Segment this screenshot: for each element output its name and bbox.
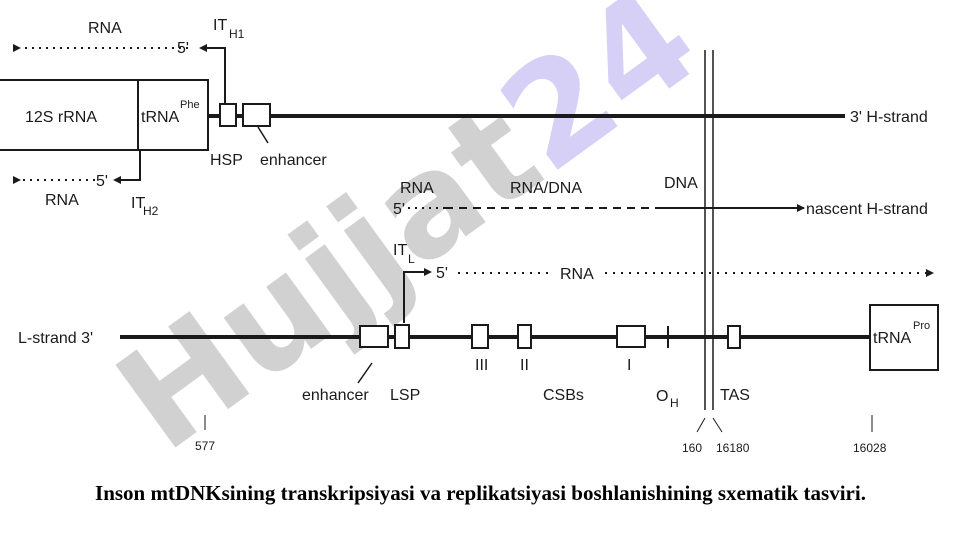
l-enhancer-box <box>359 325 389 348</box>
h-strand-label: 3' H-strand <box>850 109 928 126</box>
oh-label: O <box>656 388 668 405</box>
l-strand-label: L-strand 3' <box>18 330 93 347</box>
csb-iii-box <box>471 324 489 349</box>
l-enhancer-label: enhancer <box>302 387 369 404</box>
trna-pro-superscript: Pro <box>913 320 930 332</box>
it-h1-label: IT <box>213 17 227 34</box>
it-h1-arrow <box>207 47 226 104</box>
mtdna-diagram: Hujjat24 RNA 5' IT H1 12S rRNA tRNA Phe … <box>0 0 939 470</box>
lsp-box <box>394 324 410 349</box>
figure-caption: Inson mtDNKsining transkripsiyasi va rep… <box>95 481 866 505</box>
csb-ii-box <box>517 324 532 349</box>
csb-i-box <box>616 325 646 348</box>
hsp-box <box>219 103 237 127</box>
tas-box <box>727 325 741 349</box>
lsp-label: LSP <box>390 387 420 404</box>
trna-phe-superscript: Phe <box>180 99 200 111</box>
h-enhancer-pointer <box>257 126 269 144</box>
it-h2-arrow <box>120 150 141 181</box>
trna-phe-label: tRNA <box>141 109 180 126</box>
it-h1-arrowhead <box>199 44 207 52</box>
watermark: Hujjat24 <box>89 0 726 470</box>
pos-160-tick <box>696 417 706 433</box>
hsp-label: HSP <box>210 152 243 169</box>
pos-577-label: 577 <box>195 439 215 453</box>
oh-subscript: H <box>670 396 679 410</box>
it-h2-subscript: H2 <box>143 204 159 218</box>
dna-label: DNA <box>664 175 698 192</box>
csb-i-label: I <box>627 357 631 374</box>
l-enhancer-pointer <box>357 362 373 384</box>
it-h2-label: IT <box>131 195 145 212</box>
tas-label: TAS <box>720 387 750 404</box>
csb-ii-label: II <box>520 357 529 374</box>
trna-pro-label: tRNA <box>873 330 912 347</box>
lsp-rna-label: RNA <box>560 266 594 283</box>
five-prime-upper-label: 5' <box>177 40 189 57</box>
it-h2-arrowhead <box>113 176 121 184</box>
nascent-five-prime-label: 5' <box>393 201 405 218</box>
it-l-arrowhead <box>424 268 432 276</box>
pos-16180-tick <box>712 417 723 433</box>
h-enhancer-label: enhancer <box>260 152 327 169</box>
pos-16028-label: 16028 <box>853 441 887 455</box>
trna-pro-box <box>869 304 939 371</box>
pos-16180-label: 16180 <box>716 441 750 455</box>
it-l-label: IT <box>393 242 407 259</box>
rna-middle-label: RNA <box>400 180 434 197</box>
h-enhancer-box <box>242 103 271 127</box>
five-prime-lower-label: 5' <box>96 173 108 190</box>
rrna-trna-phe-box <box>0 79 209 151</box>
rna-upper-label: RNA <box>88 20 122 37</box>
rna-lower-label: RNA <box>45 192 79 209</box>
pos-160-label: 160 <box>682 441 702 455</box>
nascent-h-strand-label: nascent H-strand <box>806 201 928 218</box>
it-l-arrow <box>403 271 425 323</box>
lsp-five-prime-label: 5' <box>436 265 448 282</box>
watermark-text: Hujjat24 <box>89 0 726 470</box>
it-l-subscript: L <box>408 252 415 266</box>
rna-dna-label: RNA/DNA <box>510 180 582 197</box>
csbs-label: CSBs <box>543 387 584 404</box>
it-h1-subscript: H1 <box>229 27 245 41</box>
csb-iii-label: III <box>475 357 488 374</box>
12s-rrna-label: 12S rRNA <box>25 109 97 126</box>
